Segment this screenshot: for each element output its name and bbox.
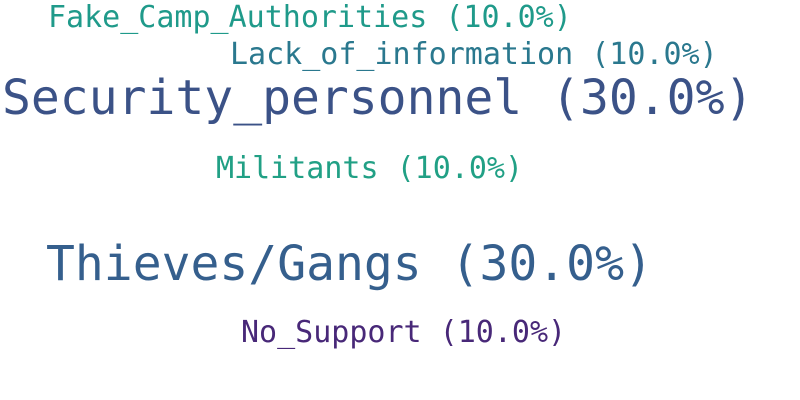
word-security-personnel: Security_personnel (30.0%): [2, 70, 754, 126]
word-thieves-gangs: Thieves/Gangs (30.0%): [46, 236, 653, 292]
word-fake-camp-authorities: Fake_Camp_Authorities (10.0%): [48, 0, 572, 35]
word-militants: Militants (10.0%): [216, 151, 524, 186]
word-lack-of-information: Lack_of_information (10.0%): [230, 37, 718, 72]
word-no-support: No_Support (10.0%): [241, 315, 567, 350]
